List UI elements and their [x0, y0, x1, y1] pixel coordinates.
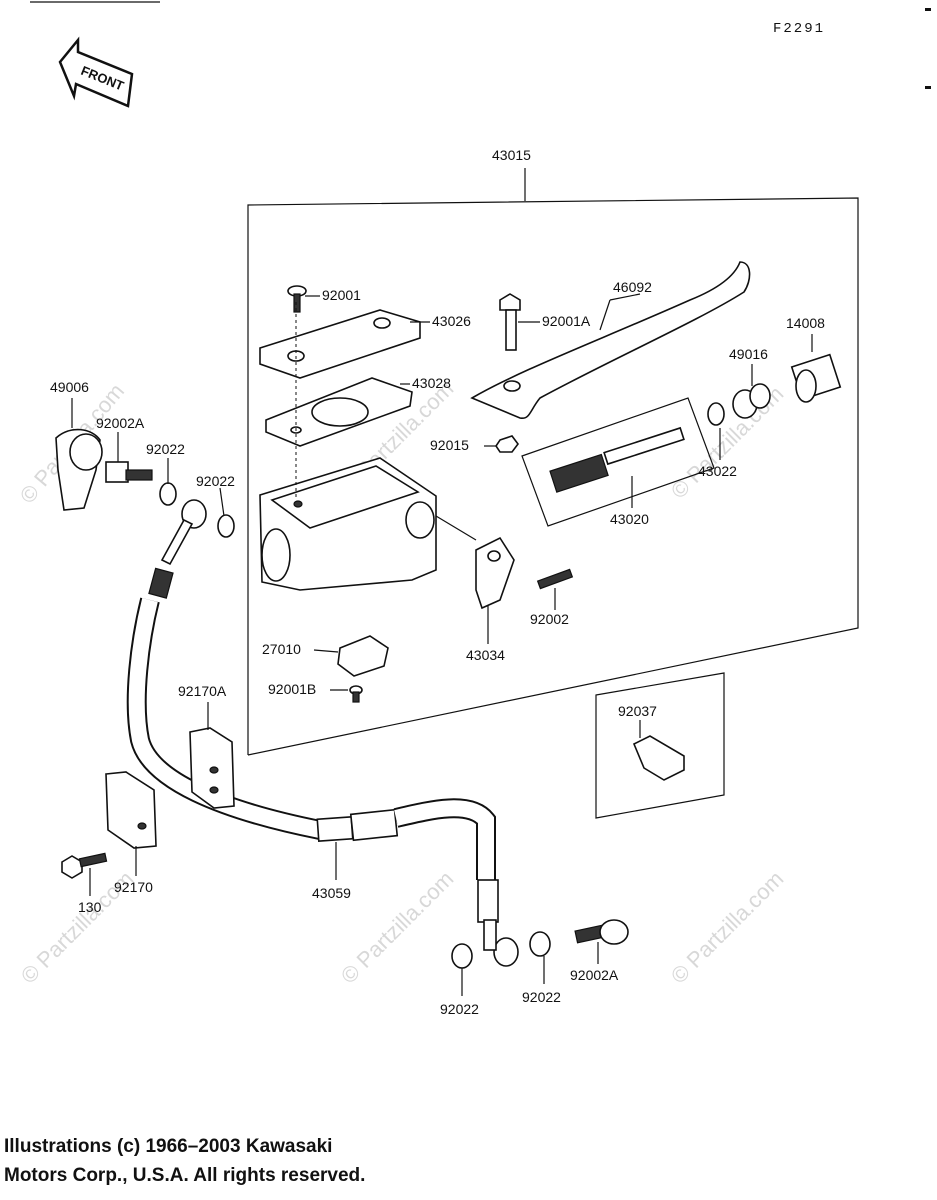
copyright-notice: Illustrations (c) 1966–2003 Kawasaki Mot…	[4, 1132, 365, 1190]
nut-92015	[495, 435, 519, 453]
dust-cover-14008	[790, 353, 842, 403]
part-label[interactable]: 43026	[432, 313, 471, 329]
bolt-130	[61, 852, 108, 879]
part-label[interactable]: 43022	[698, 463, 737, 479]
brake-hose-43059	[126, 597, 499, 923]
leader-lines	[71, 293, 813, 996]
washer-92022-bottom	[451, 943, 473, 969]
screw-92001B	[349, 685, 363, 703]
part-label[interactable]: 49016	[729, 346, 768, 362]
assembly-box-43015	[247, 168, 859, 756]
part-label[interactable]: 49006	[50, 379, 89, 395]
part-label[interactable]: 92022	[196, 473, 235, 489]
part-label[interactable]: 43034	[466, 647, 505, 663]
banjo-bolt-92002A-top	[105, 461, 153, 483]
part-label[interactable]: 92001	[322, 287, 361, 303]
watermark: © Partzilla.com	[666, 866, 789, 989]
pivot-bolt-92001A	[499, 293, 521, 351]
part-labels: 43015 92001 43026 92001A 46092 14008 490…	[50, 147, 825, 1017]
brake-lever-46092	[470, 261, 751, 420]
part-label[interactable]: 92170	[114, 879, 153, 895]
bolt-92002	[536, 568, 574, 590]
clamp-92170	[105, 771, 157, 849]
part-label[interactable]: 43015	[492, 147, 531, 163]
part-label[interactable]: 92002A	[96, 415, 145, 431]
watermark: © Partzilla.com	[336, 866, 459, 989]
part-label[interactable]: 27010	[262, 641, 301, 657]
part-label[interactable]: 92037	[618, 703, 657, 719]
part-label[interactable]: 92001B	[268, 681, 316, 697]
part-label[interactable]: 43059	[312, 885, 351, 901]
master-cylinder-body	[259, 302, 437, 591]
part-label[interactable]: 92022	[440, 1001, 479, 1017]
part-label[interactable]: 14008	[786, 315, 825, 331]
washer-92022	[217, 514, 235, 538]
part-label[interactable]: 92002A	[570, 967, 619, 983]
hose-fitting-bottom	[483, 919, 519, 967]
banjo-49006	[55, 428, 103, 511]
hose-fitting-top	[148, 499, 207, 599]
part-label[interactable]: 46092	[613, 279, 652, 295]
part-label[interactable]: 43028	[412, 375, 451, 391]
part-label[interactable]: 92170A	[178, 683, 227, 699]
screw-92001	[287, 285, 307, 313]
bracket-92037	[632, 735, 685, 781]
copyright-line: Motors Corp., U.S.A. All rights reserved…	[4, 1165, 366, 1186]
part-label[interactable]: 130	[78, 899, 102, 915]
washer-92022	[159, 482, 177, 506]
part-label[interactable]: 92002	[530, 611, 569, 627]
holder-43034	[475, 536, 515, 610]
part-label[interactable]: 92001A	[542, 313, 591, 329]
piston-assembly-43020	[521, 397, 715, 527]
assembly-box-92037	[595, 672, 725, 819]
border-mark	[925, 86, 931, 89]
reservoir-cap-43026	[259, 309, 421, 379]
copyright-line: Illustrations (c) 1966–2003 Kawasaki	[4, 1136, 333, 1157]
front-arrow-icon: FRONT	[58, 36, 134, 108]
figure-code: F2291	[773, 21, 825, 37]
switch-27010	[337, 635, 389, 677]
border-mark	[925, 8, 931, 11]
washer-43022	[707, 402, 725, 426]
washer-92022-bottom	[529, 931, 551, 957]
part-label[interactable]: 92022	[522, 989, 561, 1005]
part-label[interactable]: 92022	[146, 441, 185, 457]
banjo-bolt-92002A-bottom	[574, 919, 629, 945]
boot-49016	[732, 383, 771, 419]
part-label[interactable]: 92015	[430, 437, 469, 453]
clamp-92170A	[189, 727, 235, 809]
part-label[interactable]: 43020	[610, 511, 649, 527]
diaphragm-43028	[265, 377, 413, 447]
